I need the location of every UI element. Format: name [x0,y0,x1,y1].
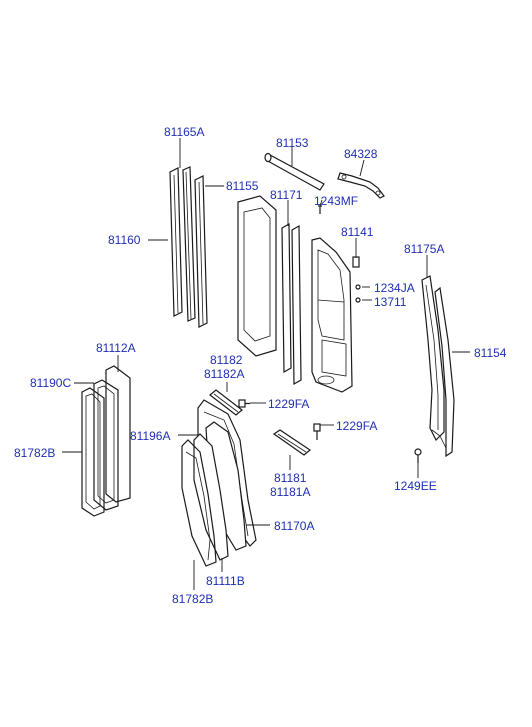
label-81112A: 81112A [96,341,136,355]
fastener-13711 [355,297,361,303]
weatherstrip-81165A-inner [182,166,196,322]
door-panel [311,237,353,393]
fastener-1234JA [355,284,361,290]
label-81111B: 81111B [206,574,245,588]
label-81170A: 81170A [274,519,314,533]
bolt-1229FA-top [238,399,250,408]
label-81190C: 81190C [30,376,71,390]
label-81141: 81141 [341,225,374,239]
bolt-1229FA-bottom [313,423,321,440]
label-81181: 81181 [274,471,307,485]
strip-81171 [281,222,302,386]
label-81171: 81171 [270,188,303,202]
label-1229FA-top: 1229FA [268,397,309,411]
clip-81141 [352,256,360,268]
label-81182: 81182 [210,353,243,367]
label-1234JA: 1234JA [374,281,415,295]
label-81782B-bottom: 81782B [172,592,213,606]
label-81165A: 81165A [164,125,204,139]
label-84328: 84328 [344,147,378,161]
label-81153: 81153 [276,136,309,150]
label-1229FA-bottom: 1229FA [336,419,377,433]
label-81175A: 81175A [404,242,444,256]
seal-81782B-bottom [181,439,217,567]
leader-lines [62,138,470,590]
guide-81182 [209,389,243,416]
label-81154: 81154 [474,346,507,360]
seal-81782B-left [81,387,105,517]
label-81155: 81155 [226,179,259,193]
frame-81190C [93,379,119,511]
rod-81153 [264,152,325,191]
label-81181A: 81181A [270,485,310,499]
label-81160: 81160 [108,233,141,247]
label-81782B-left: 81782B [14,446,55,460]
door-frame-81171 [237,195,277,357]
channel-81154 [431,286,455,458]
guide-81181 [272,429,312,456]
weatherstrip-81165A [169,167,183,317]
label-1243MF: 1243MF [314,194,358,208]
label-1249EE: 1249EE [394,479,437,493]
weatherstrip-81155 [194,175,208,328]
label-81182A: 81182A [204,367,244,381]
bracket-84328 [337,172,385,199]
screw-1249EE [414,448,422,463]
label-13711: 13711 [374,295,407,309]
label-81196A: 81196A [130,429,170,443]
